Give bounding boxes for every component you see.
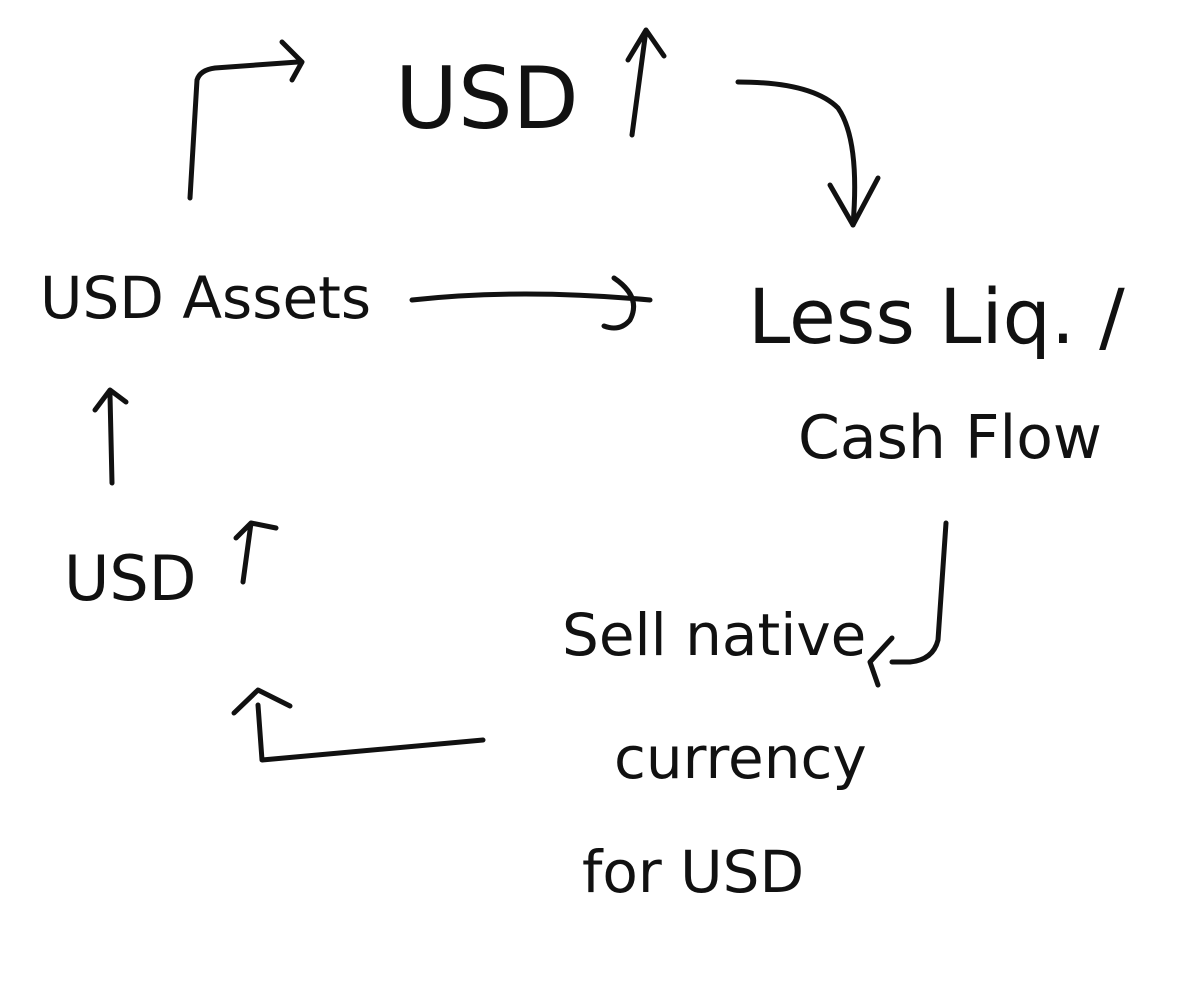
edge-line (187, 59, 301, 201)
edge-sell-native-to-usd-up-left (231, 687, 486, 763)
node-usd-up-left: USD (64, 520, 279, 615)
arrowhead-icon (867, 635, 895, 688)
up-arrow-icon (233, 520, 279, 585)
arrowhead-icon (92, 387, 129, 413)
node-cash-flow-label: Cash Flow (798, 403, 1102, 473)
node-less-liquidity-label: Less Liq. / (748, 272, 1125, 361)
node-usd-assets-label: USD Assets (40, 264, 371, 332)
arrowhead-icon (601, 275, 636, 331)
arrowhead-icon (231, 687, 293, 716)
edge-usd-up-to-less-liquidity (735, 79, 881, 228)
node-less-liquidity: Less Liq. / Cash Flow (748, 272, 1125, 473)
node-sell-native-line1: Sell native (562, 601, 866, 669)
edge-usd-up-left-to-usd-assets (92, 387, 129, 486)
edge-line (889, 520, 949, 665)
node-usd-up-top-label: USD (395, 49, 579, 149)
node-sell-native-line3: for USD (582, 838, 804, 906)
node-usd-up-left-label: USD (64, 542, 196, 615)
edge-line (107, 392, 115, 486)
edge-cash-flow-to-sell-native (867, 520, 949, 688)
edge-line (735, 79, 858, 228)
edge-line (255, 702, 486, 763)
node-sell-native-line2: currency (614, 724, 867, 792)
arrowhead-icon (279, 39, 305, 83)
up-arrow-icon (625, 27, 667, 138)
node-usd-up-top: USD (395, 27, 667, 149)
arrowhead-icon (827, 175, 881, 228)
edge-usd-assets-to-usd-up (187, 39, 305, 201)
node-usd-assets: USD Assets (40, 264, 371, 332)
edge-line (409, 291, 653, 303)
edge-usd-assets-to-less-liquidity (409, 275, 653, 331)
node-sell-native: Sell native currency for USD (562, 601, 867, 906)
